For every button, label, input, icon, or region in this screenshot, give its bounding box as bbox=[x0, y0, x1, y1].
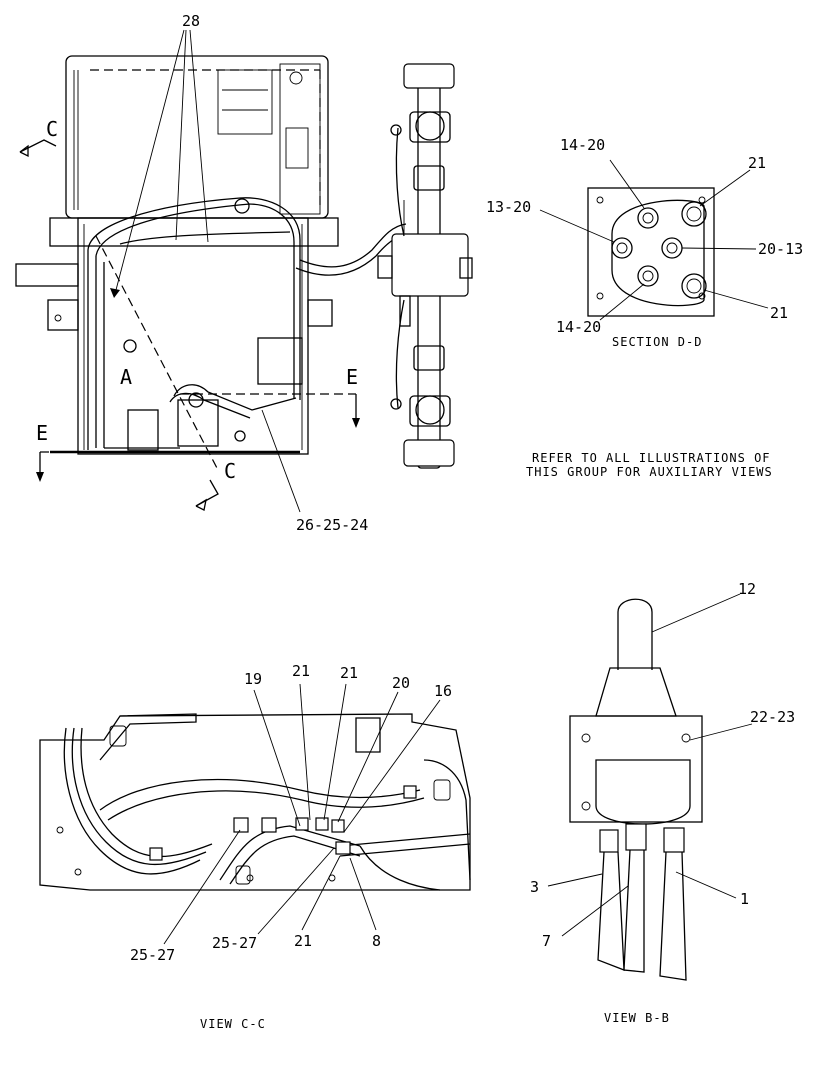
callout-25-27-center: 25-27 bbox=[212, 934, 257, 952]
view-cc bbox=[39, 683, 471, 945]
callout-26-25-24: 26-25-24 bbox=[296, 516, 368, 534]
callout-1: 1 bbox=[740, 890, 749, 908]
callout-19: 19 bbox=[244, 670, 262, 688]
note-line-1: REFER TO ALL ILLUSTRATIONS OF bbox=[532, 451, 771, 465]
view-bb-caption: VIEW B-B bbox=[604, 1011, 670, 1025]
main-assembly-view bbox=[15, 29, 407, 513]
callout-25-27-left: 25-27 bbox=[130, 946, 175, 964]
callout-14-20-top: 14-20 bbox=[560, 136, 605, 154]
callout-3: 3 bbox=[530, 878, 539, 896]
callout-22-23: 22-23 bbox=[750, 708, 795, 726]
section-marker-c-bottom: C bbox=[224, 459, 236, 483]
callout-21-top: 21 bbox=[748, 154, 766, 172]
callout-13-20: 13-20 bbox=[486, 198, 531, 216]
callout-28: 28 bbox=[182, 12, 200, 30]
note-line-2: THIS GROUP FOR AUXILIARY VIEWS bbox=[526, 465, 773, 479]
section-marker-e-left: E bbox=[36, 421, 48, 445]
callout-8: 8 bbox=[372, 932, 381, 950]
callout-14-20-bottom: 14-20 bbox=[556, 318, 601, 336]
callout-12: 12 bbox=[738, 580, 756, 598]
section-dd-caption: SECTION D-D bbox=[612, 335, 702, 349]
view-cc-caption: VIEW C-C bbox=[200, 1017, 266, 1031]
callout-21-a: 21 bbox=[292, 662, 310, 680]
section-dd-view bbox=[539, 159, 769, 321]
callout-21-b: 21 bbox=[340, 664, 358, 682]
callout-20-13: 20-13 bbox=[758, 240, 803, 258]
callout-21-bottom: 21 bbox=[770, 304, 788, 322]
callout-21-c: 21 bbox=[294, 932, 312, 950]
drive-shaft-view bbox=[377, 63, 473, 469]
section-marker-c-top: C bbox=[46, 117, 58, 141]
view-bb bbox=[547, 593, 753, 981]
section-marker-e-right: E bbox=[346, 365, 358, 389]
callout-7: 7 bbox=[542, 932, 551, 950]
callout-16: 16 bbox=[434, 682, 452, 700]
callout-20: 20 bbox=[392, 674, 410, 692]
view-marker-a: A bbox=[120, 365, 132, 389]
